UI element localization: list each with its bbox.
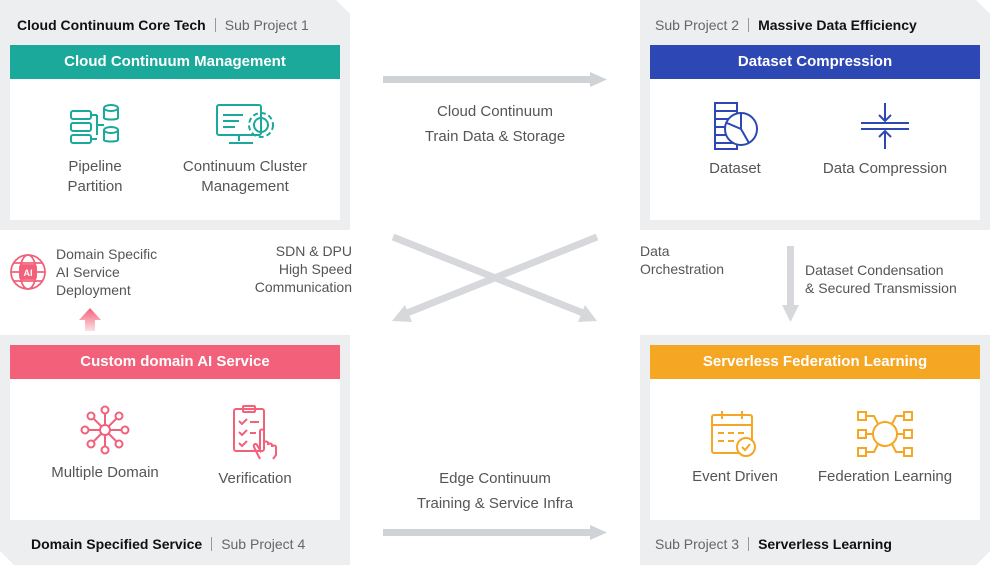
sub-project-2-header: Sub Project 2 Massive Data Efficiency <box>655 17 917 33</box>
sub-project-4-title: Domain Specified Service <box>31 536 203 552</box>
item-dataset: Dataset <box>685 101 785 179</box>
item-continuum-cluster-management: Continuum Cluster Management <box>170 103 320 197</box>
item-pipeline-partition: Pipeline Partition <box>45 103 145 197</box>
ai-globe-icon: AI <box>9 253 47 291</box>
ai-deployment-text: Domain Specific AI Service Deployment <box>56 246 158 298</box>
card-title: Custom domain AI Service <box>10 345 340 379</box>
item-federation-learning: Federation Learning <box>805 409 965 487</box>
arrow-cross-down-left <box>392 233 599 322</box>
card-title: Dataset Compression <box>650 45 980 79</box>
dataset-icon <box>714 102 758 150</box>
dataset-condensation-text: Dataset Condensation & Secured Transmiss… <box>805 262 957 296</box>
sub-project-2-label: Sub Project 2 <box>655 17 740 33</box>
pipeline-partition-icon <box>70 104 119 144</box>
pipeline-partition-label: Pipeline Partition <box>67 158 123 195</box>
sub-project-4-header: Domain Specified Service Sub Project 4 <box>31 536 305 552</box>
multiple-domain-icon <box>80 405 130 455</box>
sub-project-3-title: Serverless Learning <box>758 536 892 552</box>
item-verification: Verification <box>195 405 315 489</box>
flow-text-top: Cloud Continuum Train Data & Storage <box>424 103 566 145</box>
sub-project-3-header: Sub Project 3 Serverless Learning <box>655 536 892 552</box>
card-cloud-continuum-management: Cloud Continuum Management Pipeline Part… <box>10 45 340 220</box>
card-custom-domain-ai-service: Custom domain AI Service Multiple Domain… <box>10 345 340 520</box>
card-title: Serverless Federation Learning <box>650 345 980 379</box>
cluster-management-label: Continuum Cluster Management <box>182 158 308 195</box>
sdn-dpu-text: SDN & DPU High Speed Communication <box>254 243 352 295</box>
data-orchestration-text: Data Orchestration <box>640 243 725 277</box>
ai-badge: AI <box>24 268 33 278</box>
sub-project-1-label: Sub Project 1 <box>224 17 309 33</box>
verification-icon <box>233 405 277 460</box>
arrow-bottom <box>383 525 607 540</box>
card-title: Cloud Continuum Management <box>10 45 340 79</box>
multiple-domain-label: Multiple Domain <box>51 464 159 481</box>
item-multiple-domain: Multiple Domain <box>35 405 175 483</box>
card-dataset-compression: Dataset Compression Dataset Data Compres… <box>650 45 980 220</box>
card-serverless-federation-learning: Serverless Federation Learning Event Dri… <box>650 345 980 520</box>
item-data-compression: Data Compression <box>810 101 960 179</box>
item-event-driven: Event Driven <box>675 409 795 487</box>
sub-project-1-header: Cloud Continuum Core Tech Sub Project 1 <box>17 17 309 33</box>
federation-learning-icon <box>857 411 913 457</box>
arrow-up-ai <box>79 308 101 331</box>
arrow-down-right <box>782 246 799 322</box>
flow-text-bottom: Edge Continuum Training & Service Infra <box>416 470 574 512</box>
sub-project-1-title: Cloud Continuum Core Tech <box>17 17 206 33</box>
verification-label: Verification <box>218 470 292 487</box>
sub-project-2-title: Massive Data Efficiency <box>758 17 917 33</box>
data-compression-icon <box>861 103 909 149</box>
event-driven-label: Event Driven <box>692 468 778 485</box>
event-driven-icon <box>711 411 756 457</box>
sub-project-3-label: Sub Project 3 <box>655 536 740 552</box>
data-compression-label: Data Compression <box>822 160 948 177</box>
dataset-label: Dataset <box>709 160 761 177</box>
arrow-top <box>383 72 607 87</box>
federation-learning-label: Federation Learning <box>817 468 953 485</box>
cluster-management-icon <box>216 104 274 144</box>
sub-project-4-label: Sub Project 4 <box>221 536 306 552</box>
